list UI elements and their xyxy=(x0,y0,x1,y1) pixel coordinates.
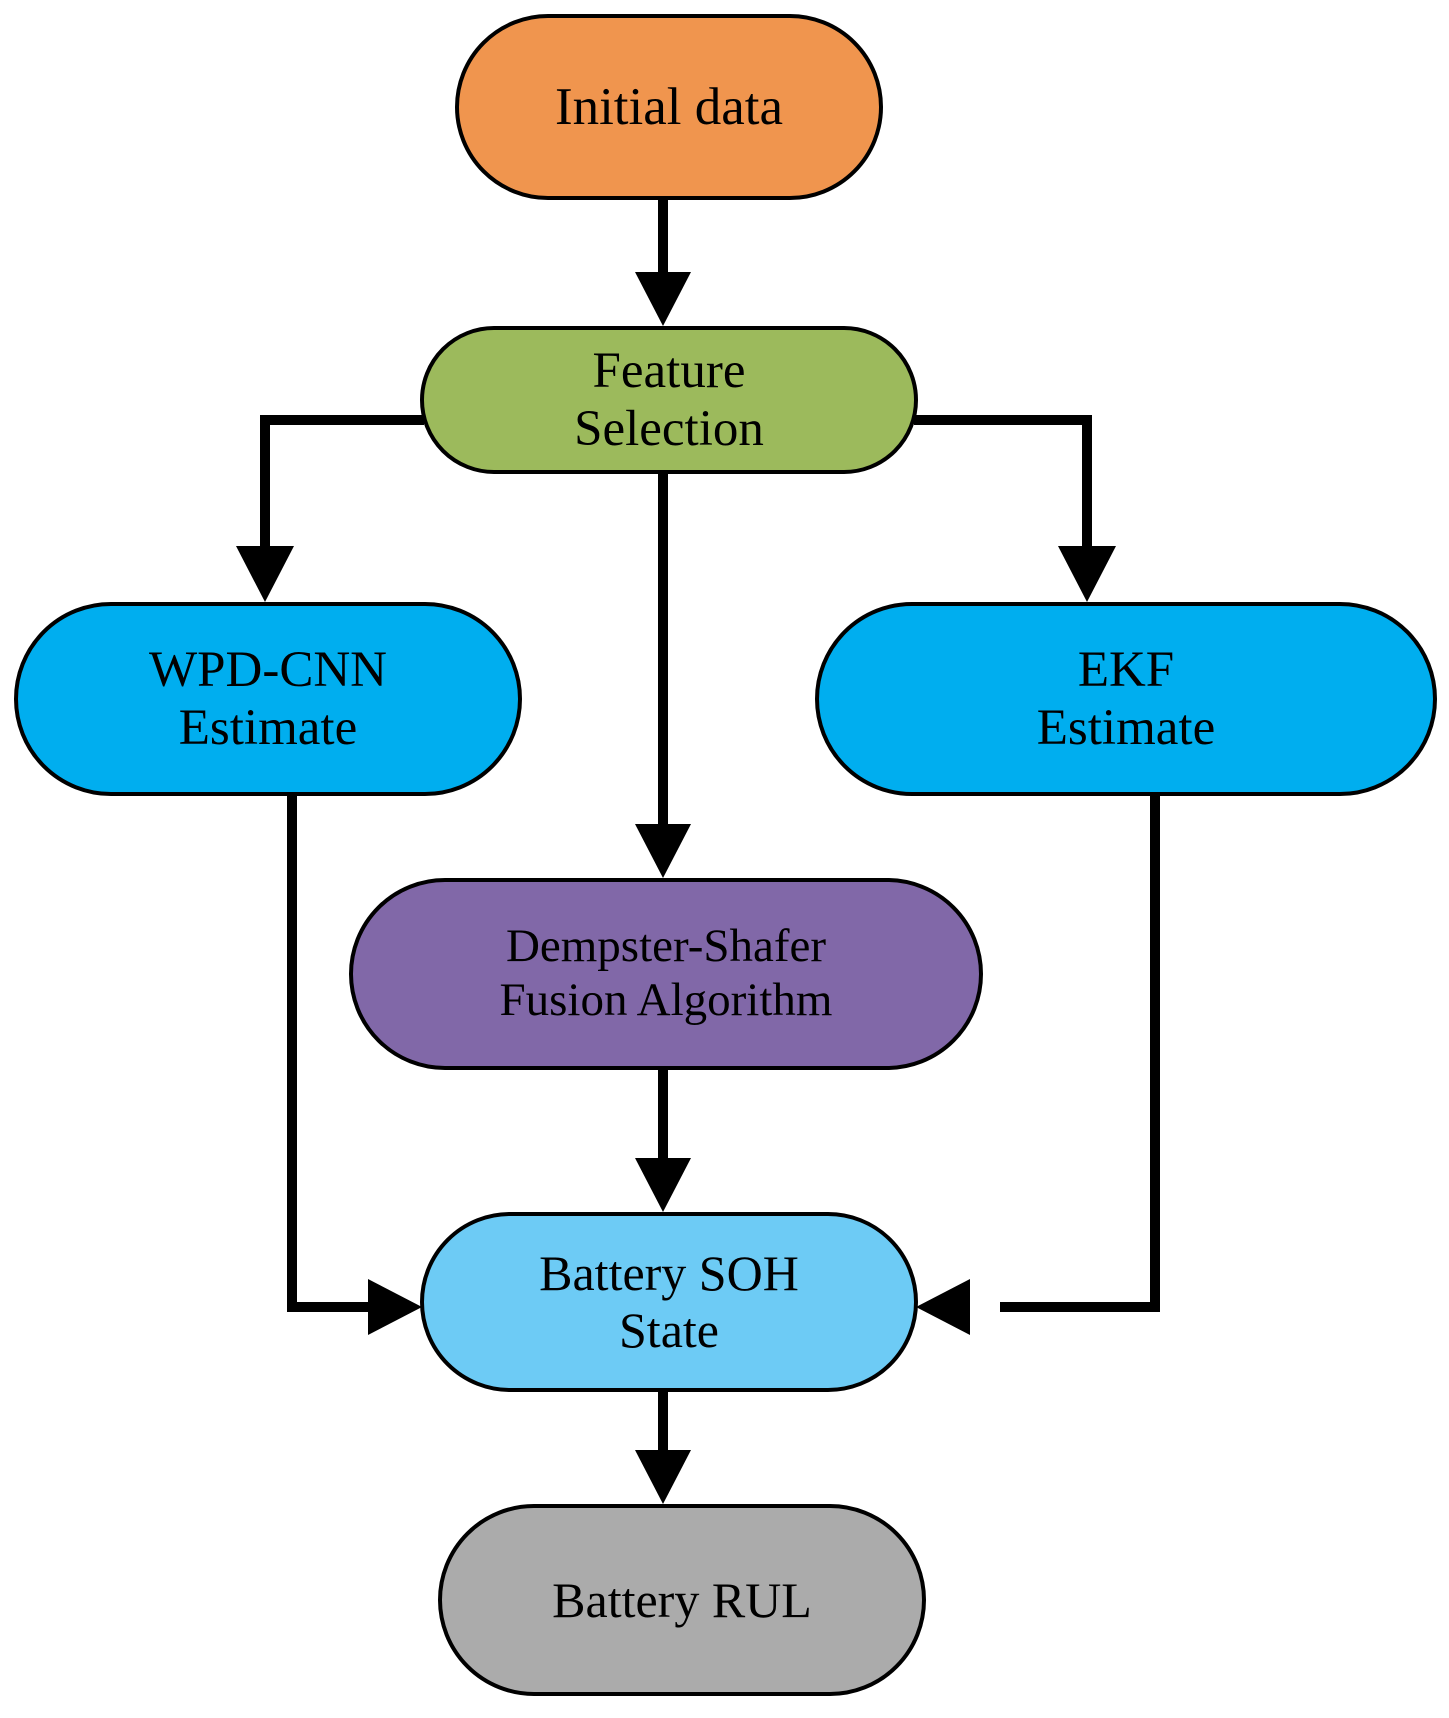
edge-feature-to-ekf xyxy=(914,415,1116,602)
node-ekf-label-2: Estimate xyxy=(1036,700,1216,756)
node-wpd-cnn-estimate[interactable]: WPD-CNN Estimate xyxy=(14,602,522,796)
node-battery-soh-state[interactable]: Battery SOH State xyxy=(420,1212,918,1392)
node-battery-soh-label-1: Battery SOH xyxy=(539,1245,799,1301)
edge-feature-to-fusion xyxy=(635,474,691,878)
node-wpd-cnn-label-1: WPD-CNN xyxy=(149,641,387,698)
node-ekf-estimate[interactable]: EKF Estimate xyxy=(815,602,1437,796)
node-initial-data-label-1: Initial data xyxy=(554,77,784,136)
node-battery-soh-label-2: State xyxy=(619,1302,719,1358)
edge-soh-to-rul xyxy=(635,1392,691,1504)
node-battery-rul-label-1: Battery RUL xyxy=(552,1571,812,1628)
node-ekf-label-1: EKF xyxy=(1077,641,1175,698)
node-dempster-shafer-label-1: Dempster-Shafer xyxy=(505,920,827,973)
edge-feature-to-wpd-cnn xyxy=(236,415,424,602)
node-dempster-shafer-label-2: Fusion Algorithm xyxy=(499,974,833,1026)
node-feature-selection[interactable]: Feature Selection xyxy=(420,326,918,474)
node-initial-data[interactable]: Initial data xyxy=(455,14,883,200)
edge-ekf-to-soh xyxy=(916,796,1160,1335)
node-feature-selection-label-2: Selection xyxy=(574,401,764,457)
node-dempster-shafer-fusion-algorithm[interactable]: Dempster-Shafer Fusion Algorithm xyxy=(349,878,983,1070)
node-battery-rul[interactable]: Battery RUL xyxy=(438,1504,926,1696)
edge-fusion-to-soh xyxy=(635,1070,691,1212)
node-feature-selection-label-1: Feature xyxy=(592,342,746,399)
edge-initial-to-feature xyxy=(635,200,691,326)
node-wpd-cnn-label-2: Estimate xyxy=(178,700,358,756)
edge-wpd-cnn-to-soh xyxy=(287,796,422,1335)
